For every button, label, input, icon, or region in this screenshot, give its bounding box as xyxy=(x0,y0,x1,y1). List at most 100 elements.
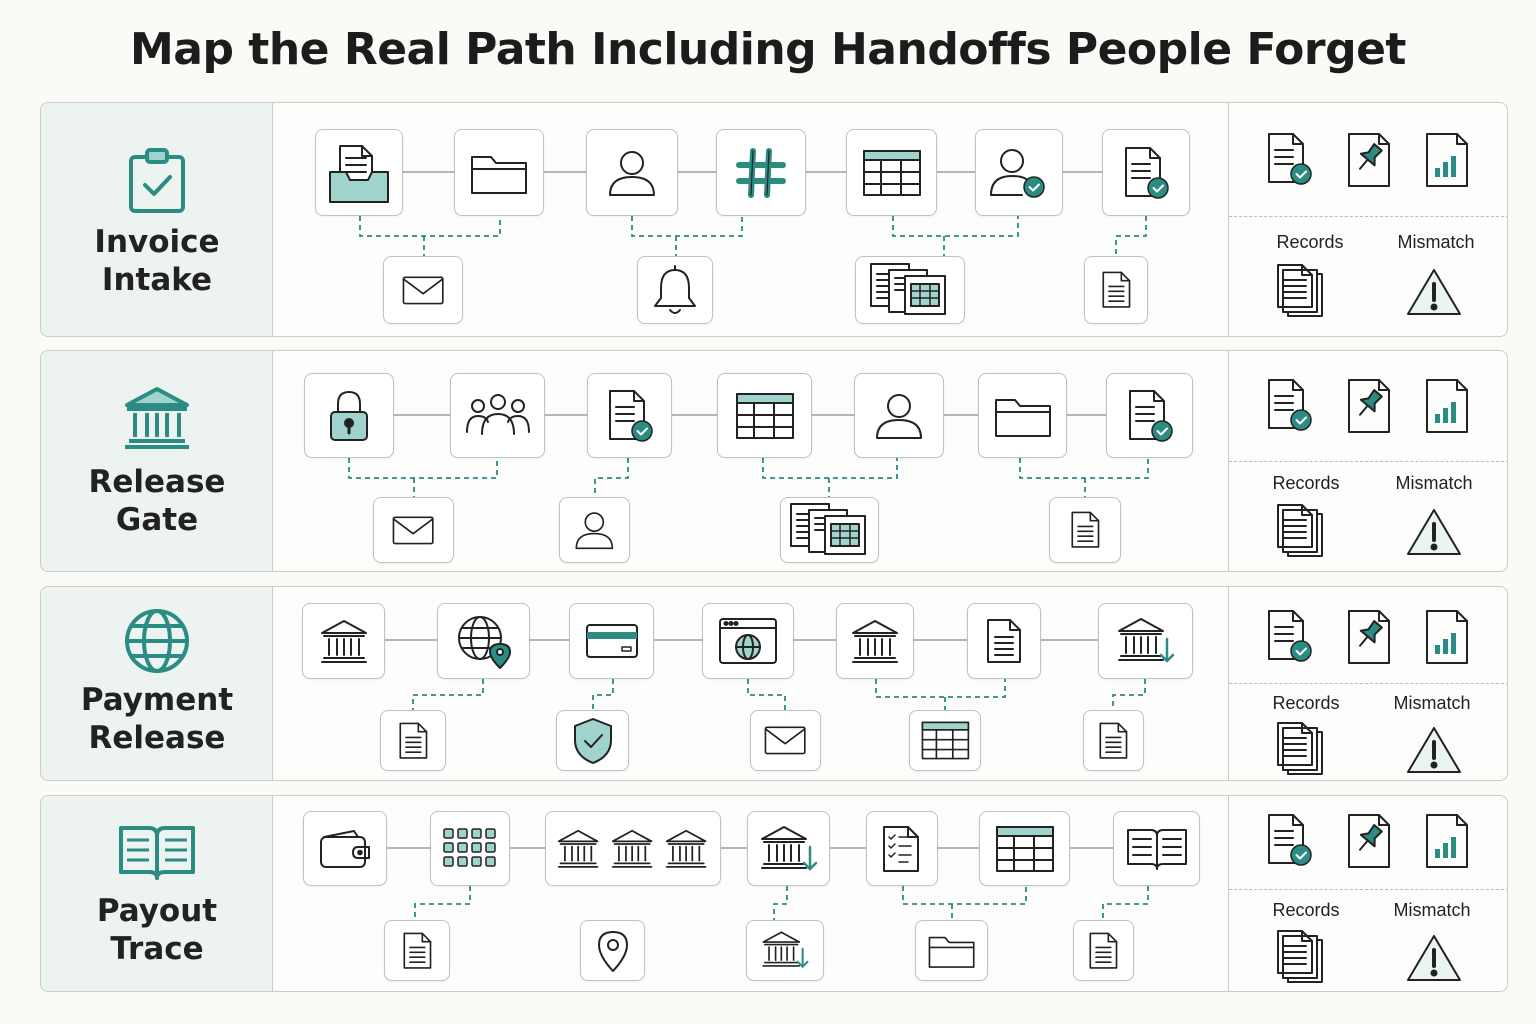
evidence-panel: Records Mismatch xyxy=(1228,351,1507,571)
process-step xyxy=(315,129,403,216)
bell-icon xyxy=(651,264,699,316)
map-pin-icon xyxy=(595,928,631,974)
padlock-icon xyxy=(326,388,372,444)
process-step xyxy=(836,603,914,679)
checklist-icon xyxy=(880,824,924,874)
handoff-step xyxy=(1083,710,1144,771)
handoff-step xyxy=(380,710,446,771)
handoff-step xyxy=(559,497,630,563)
lane-header: Payment Release xyxy=(41,587,273,780)
mismatch-label: Mismatch xyxy=(1393,900,1471,920)
handoff-step xyxy=(383,256,463,324)
evidence-panel: Records Mismatch xyxy=(1228,103,1507,336)
process-step xyxy=(716,129,806,216)
process-step xyxy=(978,373,1067,458)
records-label: Records xyxy=(1276,232,1344,252)
lane-title: Payout Trace xyxy=(96,893,218,967)
document-icon xyxy=(401,931,434,970)
lane-header: Payout Trace xyxy=(41,796,273,991)
process-step xyxy=(454,129,544,216)
keypad-grid-icon xyxy=(441,826,499,872)
document-check-icon xyxy=(1263,376,1315,439)
records-stack-icon xyxy=(1274,502,1326,565)
hashtag-icon xyxy=(735,147,787,199)
process-step xyxy=(979,811,1070,886)
lane-header: Release Gate xyxy=(41,351,273,571)
folder-icon xyxy=(469,149,529,197)
document-icon xyxy=(1087,931,1120,970)
process-step xyxy=(1106,373,1193,458)
chart-document-icon xyxy=(1423,376,1471,441)
spreadsheet-icon xyxy=(994,824,1056,874)
handoff-step xyxy=(750,710,821,771)
warning-triangle-icon xyxy=(1405,724,1463,781)
shield-check-icon xyxy=(571,716,615,766)
handoff-step xyxy=(637,256,713,324)
records-stack-icon xyxy=(1274,720,1326,783)
wallet-icon xyxy=(318,827,372,871)
chart-document-icon xyxy=(1423,811,1471,876)
lane-title: Payment Release xyxy=(80,682,234,756)
envelope-icon xyxy=(763,724,807,757)
process-step xyxy=(717,373,812,458)
globe-icon xyxy=(41,607,273,675)
process-step xyxy=(450,373,545,458)
mismatch-label: Mismatch xyxy=(1395,473,1473,493)
document-check-icon xyxy=(1124,387,1176,445)
globe-pin-icon xyxy=(454,612,514,670)
evidence-panel: Records Mismatch xyxy=(1228,587,1507,780)
process-step xyxy=(569,603,654,679)
mismatch-label: Mismatch xyxy=(1393,693,1471,713)
bank-icon xyxy=(318,617,370,665)
process-step xyxy=(304,373,394,458)
handoff-step xyxy=(556,710,629,771)
lane-header: Invoice Intake xyxy=(41,103,273,336)
spreadsheet-icon xyxy=(920,720,971,761)
bank-icon xyxy=(41,385,273,451)
spreadsheet-icon xyxy=(861,148,923,198)
process-step xyxy=(967,603,1041,679)
handoff-step xyxy=(373,497,454,563)
process-step xyxy=(1098,603,1193,679)
document-icon xyxy=(397,721,430,760)
document-icon xyxy=(984,617,1024,665)
page-title: Map the Real Path Including Handoffs Peo… xyxy=(130,24,1406,75)
bank-download-icon xyxy=(758,823,820,875)
document-check-icon xyxy=(1263,811,1315,874)
clipboard-check-icon xyxy=(41,147,273,215)
process-step xyxy=(975,129,1063,216)
records-label: Records xyxy=(1272,693,1340,713)
stacked-sheets-icon xyxy=(867,260,953,320)
credit-card-icon xyxy=(584,621,640,661)
records-stack-icon xyxy=(1274,262,1326,325)
document-icon xyxy=(1100,270,1133,309)
folder-icon xyxy=(993,392,1053,440)
records-label: Records xyxy=(1272,473,1340,493)
document-check-icon xyxy=(1263,130,1315,193)
warning-triangle-icon xyxy=(1405,266,1463,323)
process-step xyxy=(702,603,794,679)
lane-title: Release Gate xyxy=(88,464,226,538)
process-step xyxy=(430,811,510,886)
folder-icon xyxy=(927,931,976,970)
stacked-sheets-icon xyxy=(787,500,873,560)
mismatch-label: Mismatch xyxy=(1397,232,1475,252)
pin-document-icon xyxy=(1345,607,1393,672)
open-book-icon xyxy=(41,824,273,882)
handoff-step xyxy=(580,920,645,981)
warning-triangle-icon xyxy=(1405,506,1463,563)
document-check-icon xyxy=(1263,607,1315,670)
process-step xyxy=(747,811,830,886)
pin-document-icon xyxy=(1345,130,1393,195)
three-banks-icon xyxy=(555,827,711,871)
bank-download-icon xyxy=(760,929,811,972)
handoff-step xyxy=(909,710,981,771)
bank-download-icon xyxy=(1115,615,1177,667)
handoff-step xyxy=(780,497,879,563)
document-icon xyxy=(1097,721,1130,760)
process-step xyxy=(587,373,672,458)
inbox-document-icon xyxy=(326,140,392,206)
handoff-step xyxy=(915,920,988,981)
document-check-icon xyxy=(1120,144,1172,202)
handoff-step xyxy=(1073,920,1134,981)
